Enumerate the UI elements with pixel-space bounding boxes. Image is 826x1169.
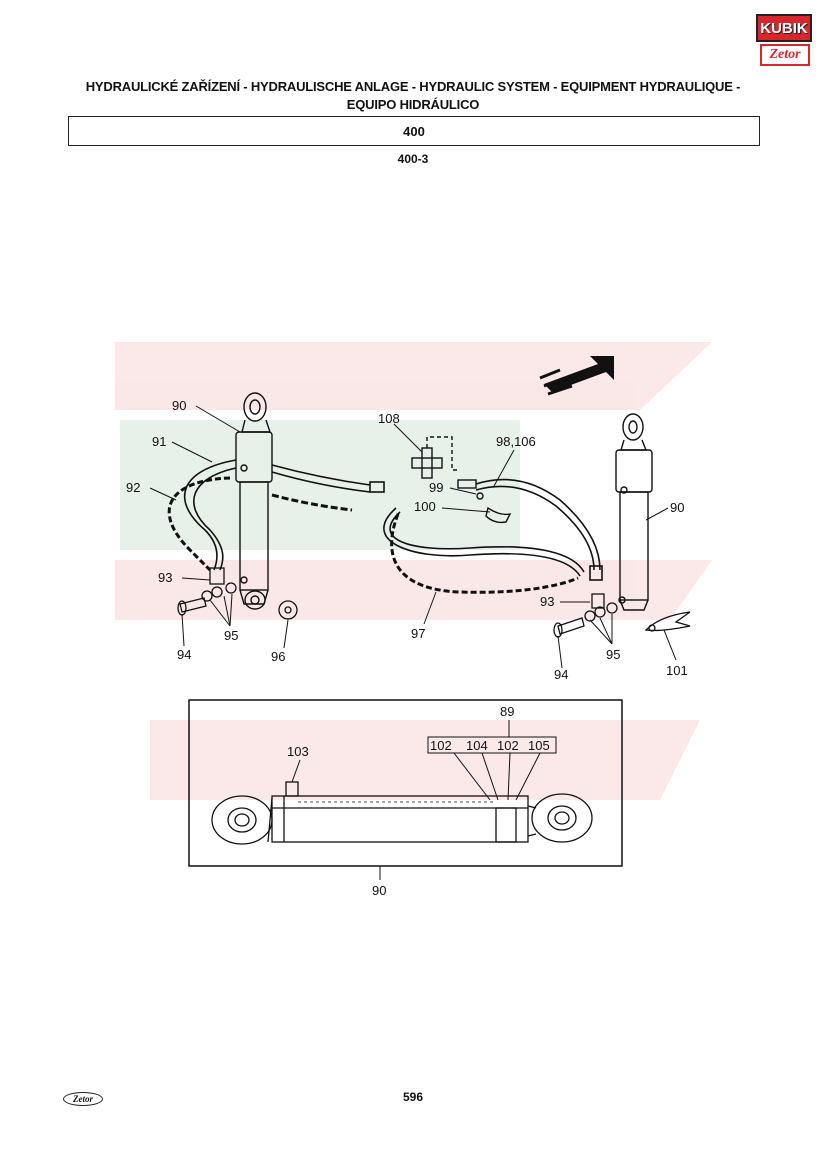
center-hoses xyxy=(383,478,603,594)
label-101: 101 xyxy=(666,663,688,678)
label-94-left: 94 xyxy=(177,647,191,662)
label-94-right: 94 xyxy=(554,667,568,682)
kubik-zetor-logo: KUBIK Zetor xyxy=(756,14,814,68)
direction-arrow xyxy=(539,356,614,396)
subsection-number: 400-3 xyxy=(397,152,429,166)
zetor-logo-text: Zetor xyxy=(769,47,801,62)
label-102-first: 102 xyxy=(430,738,452,753)
page-number: 596 xyxy=(402,1090,424,1104)
kubik-logo-text: KUBIK xyxy=(760,19,808,37)
footer-brand-text: Zetor xyxy=(73,1094,93,1104)
leader-lines xyxy=(149,405,677,669)
right-cylinder xyxy=(615,413,653,611)
section-number-box: 400 xyxy=(68,116,760,146)
label-91: 91 xyxy=(152,434,166,449)
label-95-left: 95 xyxy=(224,628,238,643)
label-104: 104 xyxy=(466,738,488,753)
right-fittings xyxy=(553,593,691,638)
cylinder-cutaway-detail xyxy=(188,699,623,880)
label-103: 103 xyxy=(287,744,309,759)
part-labels: 90 91 92 93 94 95 96 108 98,106 99 100 9… xyxy=(126,398,688,898)
label-89: 89 xyxy=(500,704,514,719)
label-105: 105 xyxy=(528,738,550,753)
footer-zetor-logo: Zetor xyxy=(63,1092,103,1106)
left-fittings xyxy=(177,567,298,620)
label-93-left: 93 xyxy=(158,570,172,585)
left-cylinder xyxy=(235,392,273,610)
kubik-logo-box: KUBIK xyxy=(756,14,812,42)
label-102-second: 102 xyxy=(497,738,519,753)
center-tee-fitting xyxy=(411,436,512,524)
label-90-detail: 90 xyxy=(372,883,386,898)
label-97: 97 xyxy=(411,626,425,641)
watermark xyxy=(115,342,712,800)
label-93-right: 93 xyxy=(540,594,554,609)
label-100: 100 xyxy=(414,499,436,514)
left-hoses xyxy=(167,459,385,572)
label-90-right: 90 xyxy=(670,500,684,515)
label-98-106: 98,106 xyxy=(496,434,536,449)
label-92: 92 xyxy=(126,480,140,495)
label-96: 96 xyxy=(271,649,285,664)
zetor-logo-box: Zetor xyxy=(760,44,810,66)
label-108: 108 xyxy=(378,411,400,426)
label-90-left: 90 xyxy=(172,398,186,413)
label-99: 99 xyxy=(429,480,443,495)
page-title: HYDRAULICKÉ ZAŘÍZENÍ - HYDRAULISCHE ANLA… xyxy=(85,79,741,112)
section-number: 400 xyxy=(403,123,425,139)
label-95-right: 95 xyxy=(606,647,620,662)
